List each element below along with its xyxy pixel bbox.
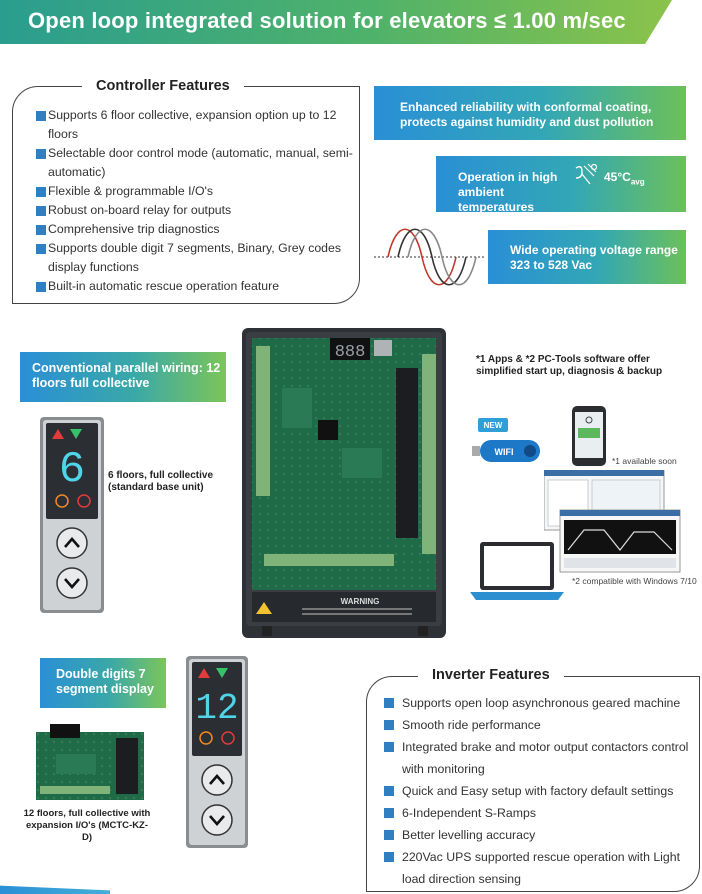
chevron-down-icon bbox=[209, 815, 225, 826]
twelve-floor-panel: 12 bbox=[186, 656, 248, 848]
wifi-dongle-image: NEW WIFI bbox=[472, 418, 540, 462]
sine-wave-icon bbox=[374, 228, 486, 286]
bullet-square-icon bbox=[384, 742, 394, 752]
bullet-square-icon bbox=[384, 830, 394, 840]
overload-icon bbox=[77, 494, 91, 508]
up-button bbox=[201, 764, 233, 796]
list-item: Smooth ride performance bbox=[384, 714, 698, 736]
six-floor-caption: 6 floors, full collective (standard base… bbox=[108, 470, 214, 493]
bullet-square-icon bbox=[384, 852, 394, 862]
smartphone-image bbox=[572, 406, 606, 466]
overload-icon bbox=[221, 731, 235, 745]
pc-tools-screenshots bbox=[544, 470, 681, 573]
six-floor-panel: 6 bbox=[40, 417, 104, 613]
bottom-accent-stripe bbox=[0, 885, 110, 894]
list-item: Quick and Easy setup with factory defaul… bbox=[384, 780, 698, 802]
header-banner: Open loop integrated solution for elevat… bbox=[0, 0, 672, 44]
bullet-square-icon bbox=[36, 149, 46, 159]
new-badge: NEW bbox=[484, 421, 503, 430]
bullet-square-icon bbox=[384, 698, 394, 708]
controller-board-image: 888 WARNING bbox=[242, 328, 446, 638]
available-note: *1 available soon bbox=[612, 456, 677, 466]
bullet-square-icon bbox=[36, 206, 46, 216]
wheelchair-icon bbox=[199, 731, 213, 745]
compatible-note: *2 compatible with Windows 7/10 bbox=[572, 576, 697, 586]
page-title: Open loop integrated solution for elevat… bbox=[28, 8, 626, 33]
bullet-square-icon bbox=[36, 111, 46, 121]
bullet-square-icon bbox=[384, 720, 394, 730]
bullet-square-icon bbox=[36, 244, 46, 254]
bullet-square-icon bbox=[384, 808, 394, 818]
bullet-square-icon bbox=[36, 187, 46, 197]
list-item: Supports open loop asynchronous geared m… bbox=[384, 692, 698, 714]
list-item: Better levelling accuracy bbox=[384, 824, 698, 846]
segment-display: 888 bbox=[335, 343, 366, 362]
twelve-floor-caption: 12 floors, full collective with expansio… bbox=[23, 808, 151, 843]
temperature-value: 45°Cavg bbox=[604, 170, 645, 187]
list-item: Robust on-board relay for outputs bbox=[36, 201, 356, 220]
controller-features-title: Controller Features bbox=[82, 78, 244, 94]
list-item: Selectable door control mode (automatic,… bbox=[36, 144, 356, 182]
inverter-features-box bbox=[366, 676, 700, 892]
list-item: Built-in automatic rescue operation feat… bbox=[36, 277, 356, 296]
wifi-icon bbox=[585, 416, 593, 424]
floor-digit: 12 bbox=[195, 688, 238, 729]
chevron-up-icon bbox=[64, 537, 80, 548]
expansion-board-image bbox=[36, 724, 144, 800]
controller-features-list: Supports 6 floor collective, expansion o… bbox=[36, 106, 356, 296]
wifi-label: WIFI bbox=[495, 447, 514, 457]
heat-icon bbox=[575, 163, 598, 185]
coating-banner: Enhanced reliability with conformal coat… bbox=[374, 86, 686, 140]
floor-digit: 6 bbox=[59, 445, 85, 495]
inverter-features-list: Supports open loop asynchronous geared m… bbox=[384, 692, 698, 890]
temperature-banner: Operation in high ambient temperatures 4… bbox=[436, 156, 686, 214]
list-item: Comprehensive trip diagnostics bbox=[36, 220, 356, 239]
list-item: Supports 6 floor collective, expansion o… bbox=[36, 106, 356, 144]
bullet-square-icon bbox=[384, 786, 394, 796]
warning-label: WARNING bbox=[341, 597, 380, 606]
list-item: 6-Independent S-Ramps bbox=[384, 802, 698, 824]
double-digit-banner: Double digits 7 segment display bbox=[40, 658, 166, 708]
down-button bbox=[56, 567, 88, 599]
down-button bbox=[201, 804, 233, 836]
chevron-up-icon bbox=[209, 774, 225, 785]
inverter-features-title: Inverter Features bbox=[418, 667, 564, 683]
voltage-banner: Wide operating voltage range 323 to 528 … bbox=[488, 230, 686, 284]
list-item: Integrated brake and motor output contac… bbox=[384, 736, 698, 780]
wheelchair-icon bbox=[55, 494, 69, 508]
list-item: Flexible & programmable I/O's bbox=[36, 182, 356, 201]
parallel-wiring-banner: Conventional parallel wiring: 12 floors … bbox=[20, 352, 226, 402]
software-description: *1 Apps & *2 PC-Tools software offer sim… bbox=[476, 354, 663, 377]
list-item: 220Vac UPS supported rescue operation wi… bbox=[384, 846, 698, 890]
list-item: Supports double digit 7 segments, Binary… bbox=[36, 239, 356, 277]
chevron-down-icon bbox=[64, 578, 80, 589]
bullet-square-icon bbox=[36, 225, 46, 235]
laptop-image bbox=[470, 542, 564, 600]
controller-features-box bbox=[12, 86, 360, 304]
bullet-square-icon bbox=[36, 282, 46, 292]
up-button bbox=[56, 527, 88, 559]
